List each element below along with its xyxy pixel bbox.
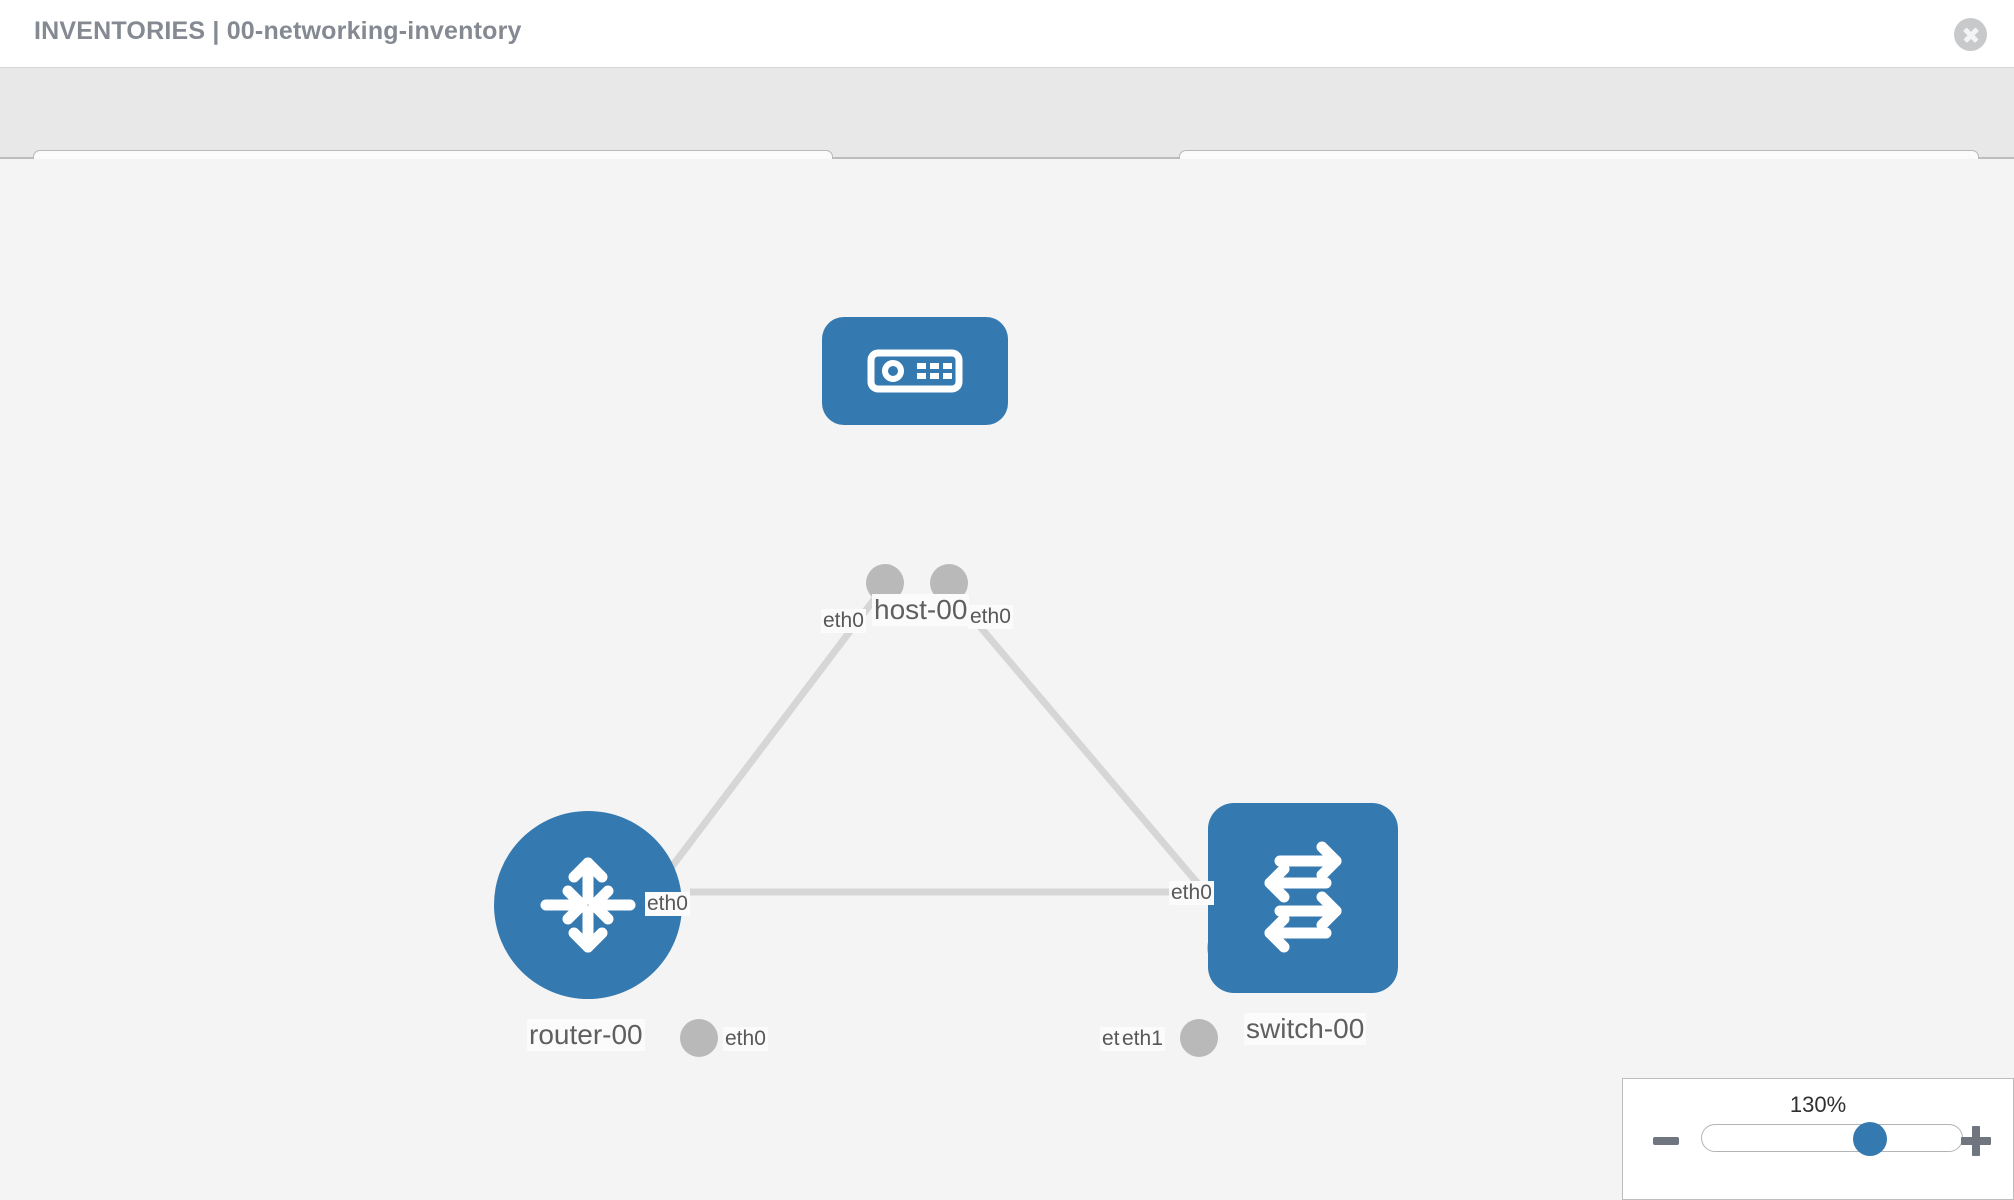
edge-label-host-left: eth0 bbox=[821, 609, 866, 633]
topology-canvas[interactable]: host-00 router-00 bbox=[0, 159, 2014, 1200]
edge-label-router-right: eth0 bbox=[723, 1027, 768, 1051]
page-title: INVENTORIES | 00-networking-inventory bbox=[34, 17, 522, 45]
node-switch-00-shape[interactable] bbox=[1208, 803, 1398, 993]
minus-icon[interactable] bbox=[1653, 1137, 1679, 1145]
topology-links bbox=[652, 586, 1231, 922]
port-switch-left[interactable] bbox=[1180, 1019, 1218, 1057]
zoom-level-value: 130% bbox=[1789, 1092, 1847, 1117]
page-header: INVENTORIES | 00-networking-inventory bbox=[0, 0, 2014, 68]
edge-label-switch-left: eth1 bbox=[1120, 1027, 1165, 1051]
router-arrows-icon bbox=[540, 857, 636, 953]
server-icon bbox=[867, 349, 963, 393]
edge-label-router-up: eth0 bbox=[645, 892, 690, 916]
close-icon[interactable] bbox=[1954, 18, 1987, 51]
node-host-00-label: host-00 bbox=[872, 594, 970, 626]
node-host-00[interactable]: host-00 bbox=[822, 317, 1008, 626]
node-router-00-label: router-00 bbox=[527, 1019, 645, 1051]
edge-label-host-right: eth0 bbox=[968, 605, 1013, 629]
switch-arrows-icon bbox=[1264, 841, 1342, 953]
node-switch-00-label: switch-00 bbox=[1244, 1013, 1367, 1045]
node-host-00-shape[interactable] bbox=[822, 317, 1008, 425]
node-router-00[interactable]: router-00 bbox=[494, 811, 682, 1051]
edge-label-switch-up: eth0 bbox=[1169, 881, 1214, 905]
zoom-control-panel: 130% bbox=[1622, 1078, 2014, 1200]
port-router-right[interactable] bbox=[680, 1019, 718, 1057]
zoom-slider-thumb[interactable] bbox=[1853, 1122, 1887, 1156]
zoom-slider-track[interactable] bbox=[1701, 1124, 1963, 1152]
toolbar: ACTIONS bbox=[0, 68, 2014, 206]
plus-icon[interactable] bbox=[1961, 1126, 1991, 1156]
node-switch-00[interactable]: switch-00 bbox=[1208, 803, 1398, 1045]
